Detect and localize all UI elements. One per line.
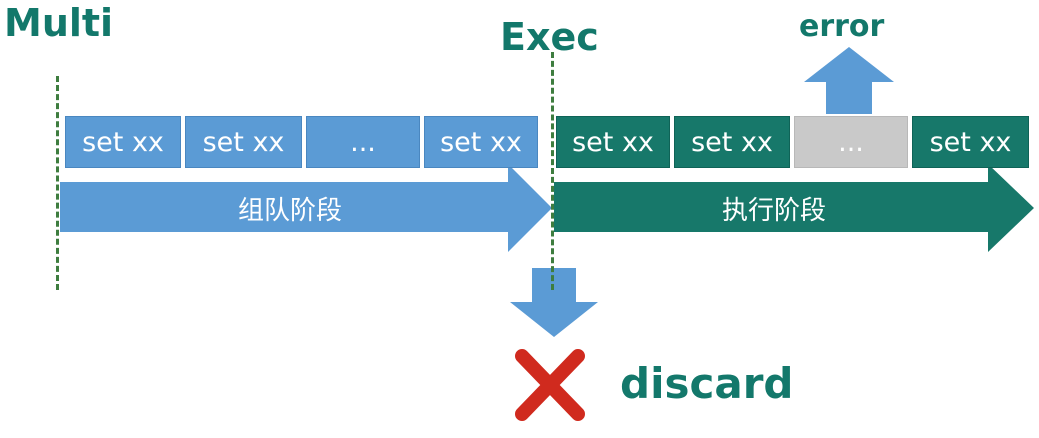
queued-command: set xx xyxy=(424,116,538,168)
arrow-up-icon xyxy=(804,47,894,114)
queue-stage-arrow xyxy=(60,164,552,252)
queue-stage-label: 组队阶段 xyxy=(237,195,342,226)
exec-stage-arrow xyxy=(554,164,1034,252)
failed-command-ellipsis: ... xyxy=(794,116,908,168)
exec-stage-label: 执行阶段 xyxy=(721,195,826,226)
queued-command: set xx xyxy=(185,116,302,168)
error-label: error xyxy=(799,9,885,44)
exec-boundary-line xyxy=(551,52,554,290)
multi-title: Multi xyxy=(4,1,114,45)
exec-title: Exec xyxy=(500,15,599,59)
cross-icon xyxy=(515,349,585,421)
executed-command: set xx xyxy=(912,116,1029,168)
discard-label: discard xyxy=(620,359,794,408)
arrow-down-icon xyxy=(510,268,598,337)
executed-command: set xx xyxy=(556,116,670,168)
queued-command-ellipsis: ... xyxy=(306,116,420,168)
queued-command: set xx xyxy=(65,116,181,168)
executed-command: set xx xyxy=(674,116,790,168)
multi-boundary-line xyxy=(56,76,59,290)
